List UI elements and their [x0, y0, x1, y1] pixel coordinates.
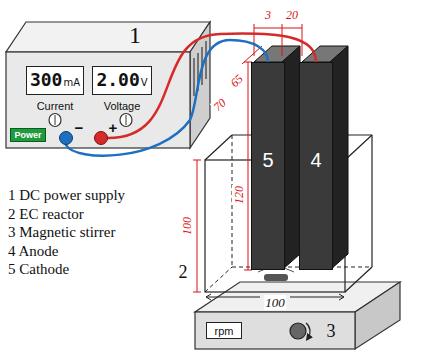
legend-line: 2 EC reactor — [8, 206, 84, 222]
cathode-plate: 5 — [251, 62, 285, 270]
legend-line: 4 Anode — [8, 243, 58, 259]
text-anchor: Voltage — [104, 96, 141, 114]
text-anchor: 2 EC reactor — [8, 205, 84, 223]
legend-line: 3 Magnetic stirrer — [8, 224, 115, 240]
text-anchor: − — [75, 119, 84, 137]
magnetic-stirrer: 3 rpm — [195, 312, 355, 349]
text-anchor: 120 — [229, 185, 247, 205]
dimension-label: 65 — [227, 71, 247, 91]
text-anchor: 70 — [208, 93, 230, 116]
current-display: 300mACurrent — [26, 66, 84, 95]
dimension-label: 20 — [285, 8, 299, 22]
wire — [66, 40, 268, 156]
dimension-label: 100 — [180, 216, 194, 236]
display-value: 300 — [30, 68, 63, 92]
legend-line: 5 Cathode — [8, 261, 69, 277]
text-anchor: 100 — [177, 216, 195, 236]
text-anchor: 20 — [285, 5, 299, 23]
power-button: Power — [10, 128, 46, 142]
terminal-sign: + — [109, 119, 118, 136]
dimension-label: 120 — [232, 185, 246, 205]
display-unit: mA — [63, 77, 80, 88]
callout-number: 5 — [252, 149, 284, 172]
power-supply: 1300mACurrent2.00VVoltagePower−+ — [6, 52, 190, 148]
callout-number: 2 — [179, 262, 188, 282]
text-anchor: + — [109, 119, 118, 137]
button-label: Power — [14, 130, 41, 140]
text-anchor: 4 Anode — [8, 242, 58, 260]
text-anchor: 1 — [129, 22, 141, 49]
legend-line: 1 DC power supply — [8, 187, 125, 203]
text-anchor: 5 Cathode — [8, 260, 69, 278]
terminal-sign: − — [75, 119, 84, 136]
display-caption: Current — [37, 100, 74, 112]
text-anchor: 3 — [264, 5, 272, 23]
anode-plate: 4 — [299, 62, 333, 270]
voltage-display: 2.00VVoltage — [92, 66, 152, 95]
display-value: 2.00 — [96, 68, 139, 92]
text-anchor: 1 DC power supply — [8, 186, 125, 204]
dimension-label: 70 — [210, 95, 230, 115]
negative-terminal: − — [59, 131, 73, 145]
callout-number: 1 — [129, 22, 141, 48]
text-anchor: 65 — [225, 69, 247, 92]
rpm-display: rpm — [206, 322, 242, 339]
display-caption: Voltage — [104, 100, 141, 112]
callout-number: 3 — [327, 321, 336, 341]
callout-number: 4 — [300, 149, 332, 172]
text-anchor: 3 Magnetic stirrer — [8, 223, 115, 241]
dimension-label: 100 — [264, 295, 286, 310]
text-anchor: 3 — [327, 321, 336, 342]
dimension-label: 3 — [264, 8, 272, 22]
text-anchor: 2 — [179, 262, 188, 283]
display-caption: rpm — [215, 325, 234, 337]
positive-terminal: + — [94, 131, 108, 145]
display-unit: V — [141, 77, 148, 88]
text-anchor: 100 — [264, 293, 286, 311]
text-anchor: Current — [37, 96, 74, 114]
